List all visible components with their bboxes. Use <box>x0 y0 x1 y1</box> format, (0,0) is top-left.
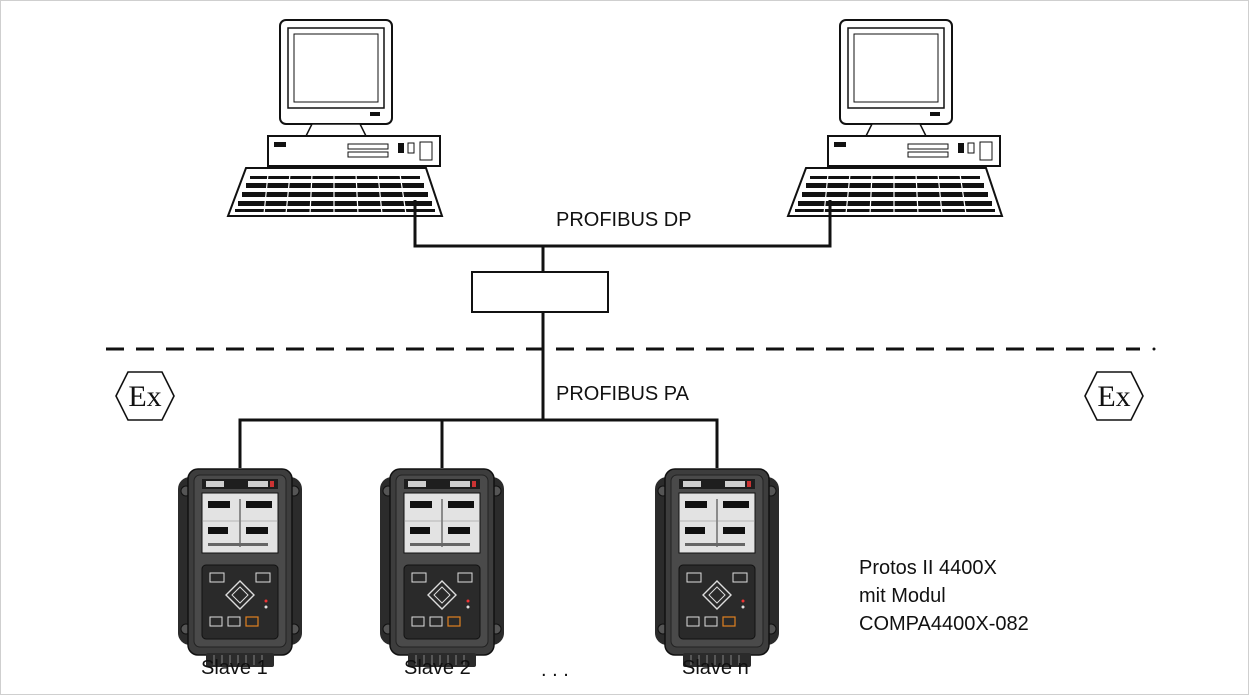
ellipsis-label: . . . <box>541 659 569 681</box>
slave-n-label: Slave n <box>682 657 749 679</box>
segment-coupler-box <box>471 271 609 313</box>
slave-1-label: Slave 1 <box>201 657 268 679</box>
profibus-dp-line <box>413 200 832 272</box>
slave-2-label: Slave 2 <box>404 657 471 679</box>
device-caption-line2: mit Modul <box>859 585 946 607</box>
transmitter-device-icon <box>379 468 505 668</box>
profibus-pa-line <box>238 418 719 468</box>
explosion-protection-icon: Ex <box>1084 371 1144 421</box>
device-caption-line1: Protos II 4400X <box>859 557 997 579</box>
profibus-pa-label: PROFIBUS PA <box>556 383 689 405</box>
svg-text:Ex: Ex <box>1097 380 1130 413</box>
profibus-dp-label: PROFIBUS DP <box>556 209 692 231</box>
device-caption: Protos II 4400X mit Modul COMPA4400X-082 <box>859 554 1029 638</box>
transmitter-device-icon <box>654 468 780 668</box>
transmitter-device-icon <box>177 468 303 668</box>
svg-text:Ex: Ex <box>128 380 161 413</box>
desktop-computer-icon <box>227 19 443 217</box>
device-caption-line3: COMPA4400X-082 <box>859 613 1029 635</box>
explosion-protection-icon: Ex <box>115 371 175 421</box>
desktop-computer-icon <box>787 19 1003 217</box>
